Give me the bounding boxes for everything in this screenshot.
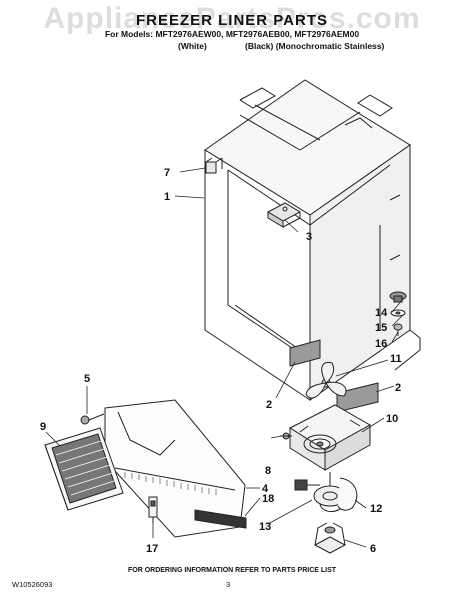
models-line: For Models: MFT2976AEW00, MFT2976AEB00, …	[104, 29, 360, 39]
page-number: 3	[226, 580, 231, 589]
fan-motor-13	[294, 472, 347, 512]
callout-5: 5	[84, 373, 90, 385]
callout-10: 10	[386, 413, 398, 425]
watermark: AppliancePartsPros.com	[43, 2, 421, 35]
vent-grille-9	[44, 427, 124, 511]
foam-strip-2a	[289, 339, 321, 367]
motor-mount-6	[313, 522, 347, 554]
fan-blade-11	[305, 361, 347, 399]
fan-housing-10	[288, 404, 372, 471]
callout-13: 13	[259, 521, 271, 533]
leader-lines	[45, 167, 405, 548]
callout-6: 6	[370, 543, 376, 555]
gasket-18	[194, 509, 247, 529]
callout-16: 16	[375, 338, 387, 350]
callout-2a: 2	[266, 399, 272, 411]
callout-15: 15	[375, 322, 387, 334]
sensor-3	[266, 202, 302, 228]
screw-5	[80, 413, 105, 425]
callout-17: 17	[146, 543, 158, 555]
callout-18: 18	[262, 493, 274, 505]
callout-2b: 2	[395, 382, 401, 394]
callout-14: 14	[375, 307, 388, 319]
callout-3: 3	[306, 231, 312, 243]
ordering-footer: FOR ORDERING INFORMATION REFER TO PARTS …	[127, 567, 337, 574]
color-white: (White)	[178, 41, 207, 51]
clip-17	[148, 496, 158, 523]
motor-bracket-12	[337, 477, 358, 511]
page-title: FREEZER LINER PARTS	[135, 12, 329, 29]
color-black-stainless: (Black) (Monochromatic Stainless)	[245, 41, 385, 51]
callout-12: 12	[370, 503, 382, 515]
bracket-7	[205, 157, 223, 174]
callout-4: 4	[262, 483, 269, 495]
fastener-stack	[389, 291, 407, 336]
callout-9: 9	[40, 421, 46, 433]
callout-1: 1	[164, 191, 170, 203]
document-number: W10526093	[12, 580, 53, 589]
callout-11: 11	[390, 353, 402, 365]
callout-8: 8	[265, 465, 271, 477]
callout-7: 7	[164, 167, 170, 179]
